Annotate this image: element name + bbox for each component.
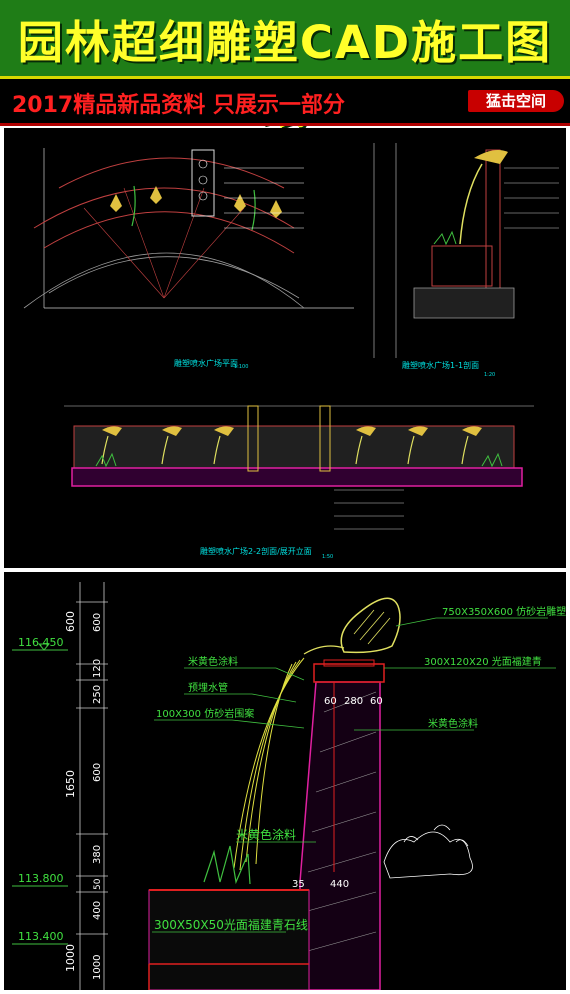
top-dim-280: 280 — [344, 696, 363, 707]
dim-inner-1000: 1000 — [92, 955, 103, 980]
base-dim-35: 35 — [292, 879, 305, 890]
dim-inner-250: 250 — [92, 685, 103, 704]
label-planter: 100X300 仿砂岩围案 — [156, 707, 254, 720]
section-view: 雕塑喷水广场1-1剖面 1:20 — [373, 143, 559, 378]
cad-drawing-bottom: 1650 600 1000 600 120 250 600 380 50 400… — [4, 572, 566, 991]
dim-inner-120: 120 — [92, 659, 103, 678]
dim-inner-380: 380 — [92, 845, 103, 864]
elevation-scale: 1:50 — [322, 554, 333, 560]
section-title: 雕塑喷水广场1-1剖面 — [402, 360, 479, 370]
level-113-4: 113.400 — [18, 930, 64, 943]
title-banner: 园林超细雕塑CAD施工图纸 — [0, 0, 570, 134]
section-scale: 1:20 — [484, 372, 495, 378]
top-dim-60a: 60 — [324, 696, 337, 707]
label-pipe: 预埋水管 — [188, 681, 228, 694]
cad-sheet-top: 雕塑喷水广场平面 1:100 雕塑喷水广场1-1剖面 1:20 — [23, 143, 559, 560]
plan-view: 雕塑喷水广场平面 1:100 — [23, 148, 354, 370]
elevation-title: 雕塑喷水广场2-2剖面/展开立面 — [200, 546, 312, 556]
brand-badge: 猛击空间 — [468, 90, 564, 112]
banner-subtitle: 2017精品新品资料 只展示一部分 — [12, 93, 345, 118]
dim-outer-1000: 1000 — [64, 944, 77, 972]
dim-inner-400: 400 — [92, 901, 103, 920]
top-dim-60b: 60 — [370, 696, 383, 707]
label-cap: 300X120X20 光面福建青 — [424, 655, 542, 668]
dim-outer-600: 600 — [64, 611, 77, 632]
level-116: 116.450 — [18, 636, 64, 649]
elevation-view: 雕塑喷水广场2-2剖面/展开立面 1:50 — [64, 405, 534, 560]
dim-inner-600a: 600 — [92, 613, 103, 632]
dim-inner-600b: 600 — [92, 763, 103, 782]
level-113-8: 113.800 — [18, 872, 64, 885]
label-paint2: 米黄色涂料 — [428, 717, 478, 730]
cad-sheet-bottom: 1650 600 1000 600 120 250 600 380 50 400… — [12, 582, 566, 991]
label-paint3: 米黄色涂料 — [236, 827, 296, 842]
base-dim-440: 440 — [330, 879, 349, 890]
cad-drawing-top: 雕塑喷水广场平面 1:100 雕塑喷水广场1-1剖面 1:20 — [4, 128, 566, 568]
label-paint1: 米黄色涂料 — [188, 655, 238, 668]
subtitle-strip: 2017精品新品资料 只展示一部分 猛击空间 — [0, 79, 570, 126]
plan-scale: 1:100 — [234, 364, 248, 370]
dim-outer-1650: 1650 — [64, 770, 77, 798]
label-rock: 750X350X600 仿砂岩雕塑 — [442, 605, 566, 618]
dim-inner-50: 50 — [93, 878, 103, 890]
plan-title: 雕塑喷水广场平面 — [174, 358, 238, 368]
label-stone: 300X50X50光面福建青石线 — [154, 917, 308, 932]
